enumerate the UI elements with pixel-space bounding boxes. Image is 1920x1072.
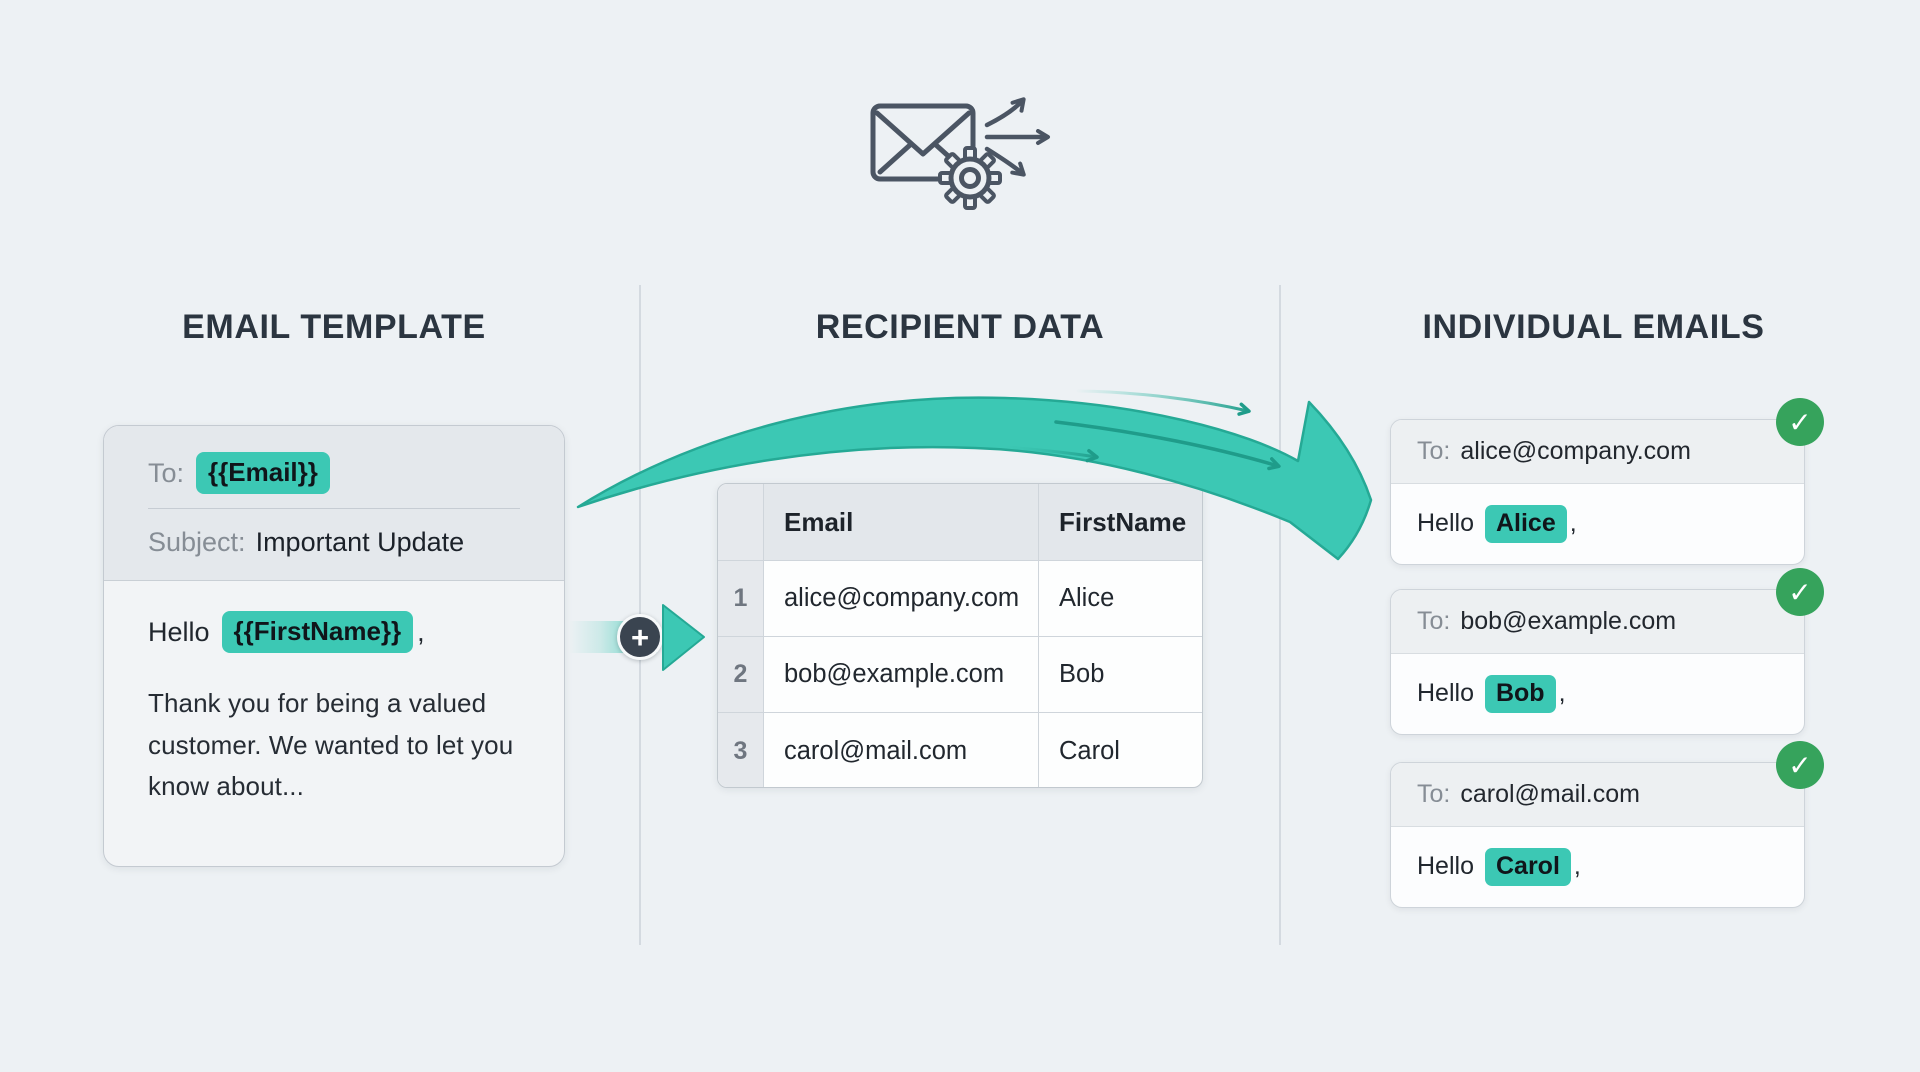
merge-arrowhead	[662, 604, 705, 671]
to-label: To:	[1417, 780, 1451, 808]
row-number: 1	[718, 561, 764, 637]
greeting-prefix: Hello	[1417, 852, 1474, 880]
email-variable-chip: {{Email}}	[196, 452, 330, 494]
section-heading-email-template: EMAIL TEMPLATE	[182, 308, 486, 346]
envelope-icon	[870, 103, 976, 182]
section-heading-individual-emails: INDIVIDUAL EMAILS	[1422, 308, 1765, 346]
to-label: To:	[1417, 607, 1451, 635]
plus-glyph: +	[630, 619, 650, 655]
recipient-address: carol@mail.com	[1460, 780, 1640, 808]
firstname-cell: Alice	[1039, 561, 1202, 637]
firstname-cell: Bob	[1039, 637, 1202, 713]
email-card-header: To: alice@company.com	[1391, 420, 1804, 484]
template-card-body: Hello {{FirstName}} , Thank you for bein…	[104, 581, 564, 808]
firstname-variable-chip: {{FirstName}}	[221, 611, 414, 653]
plus-merge-icon: +	[617, 614, 663, 660]
check-icon: ✓	[1776, 741, 1824, 789]
column-header-email: Email	[764, 484, 1039, 561]
name-chip: Alice	[1484, 504, 1567, 543]
check-icon: ✓	[1776, 568, 1824, 616]
section-heading-recipient-data: RECIPIENT DATA	[815, 308, 1105, 346]
email-template-card: To: {{Email}} Subject: Important Update …	[103, 425, 565, 867]
email-card-body: Hello Carol ,	[1391, 827, 1804, 906]
motion-arrow-top	[1076, 389, 1251, 416]
greeting-prefix: Hello	[1417, 509, 1474, 537]
gear-icon	[938, 146, 1002, 210]
recipient-address: alice@company.com	[1460, 437, 1691, 465]
greeting-suffix: ,	[1569, 509, 1577, 537]
to-label: To:	[148, 457, 185, 488]
greeting-prefix: Hello	[148, 616, 210, 647]
to-label: To:	[1417, 437, 1451, 465]
name-chip: Carol	[1484, 847, 1571, 886]
check-glyph: ✓	[1788, 576, 1812, 608]
email-card-body: Hello Alice ,	[1391, 484, 1804, 563]
template-card-header: To: {{Email}} Subject: Important Update	[104, 426, 564, 581]
greeting-suffix: ,	[1558, 679, 1566, 707]
subject-value: Important Update	[255, 526, 465, 557]
recipient-address: bob@example.com	[1460, 607, 1677, 635]
email-card-header: To: carol@mail.com	[1391, 763, 1804, 827]
individual-email-card: To: alice@company.com Hello Alice , ✓	[1390, 398, 1824, 565]
template-body-text: Thank you for being a valued customer. W…	[148, 688, 514, 802]
greeting-prefix: Hello	[1417, 679, 1474, 707]
greeting-suffix: ,	[1573, 852, 1581, 880]
email-cell: bob@example.com	[764, 637, 1039, 713]
check-glyph: ✓	[1788, 749, 1812, 781]
recipient-table: Email FirstName 1 alice@company.com Alic…	[717, 483, 1203, 788]
row-number: 2	[718, 637, 764, 713]
envelope-gear-fanout-icon	[870, 97, 1050, 210]
name-chip: Bob	[1484, 674, 1556, 713]
greeting-suffix: ,	[417, 616, 425, 647]
email-card-header: To: bob@example.com	[1391, 590, 1804, 654]
column-divider	[1279, 285, 1281, 945]
firstname-cell: Carol	[1059, 736, 1120, 765]
email-card-body: Hello Bob ,	[1391, 654, 1804, 733]
swoosh-inner-arrow	[1054, 420, 1281, 471]
check-glyph: ✓	[1788, 406, 1812, 438]
email-cell: alice@company.com	[764, 561, 1039, 637]
individual-email-card: To: bob@example.com Hello Bob , ✓	[1390, 568, 1824, 735]
check-icon: ✓	[1776, 398, 1824, 446]
email-cell: carol@mail.com	[764, 713, 1039, 787]
individual-email-card: To: carol@mail.com Hello Carol , ✓	[1390, 741, 1824, 908]
row-number: 3	[718, 713, 764, 787]
motion-arrow-mid	[994, 444, 1099, 463]
header-divider	[148, 508, 520, 509]
table-corner-cell	[718, 484, 764, 561]
column-header-firstname: FirstName	[1039, 484, 1202, 561]
subject-label: Subject:	[148, 526, 246, 557]
